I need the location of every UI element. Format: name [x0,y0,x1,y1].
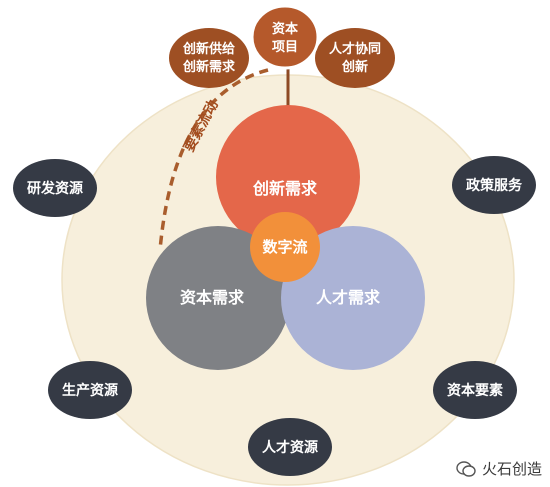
node-production-resources-label: 生产资源 [62,382,118,399]
node-rd-resources [13,159,97,217]
node-capital-elements-label: 资本要素 [447,382,503,399]
node-talent-collab [315,28,395,88]
top-circle-label: 创新需求 [252,179,318,198]
node-talent-collab-line2: 创新 [341,59,368,75]
node-innovation-supply [169,28,249,88]
node-capital-project-line1: 资本 [272,21,298,37]
node-capital-project [250,4,320,70]
left-circle-label: 资本需求 [180,288,245,307]
right-circle [281,226,425,370]
right-circle-label: 人才需求 [316,288,381,307]
node-talent-collab-line1: 人才协同 [329,41,381,57]
node-policy-services [452,156,536,214]
node-innovation-supply-line1: 创新供给 [182,41,235,57]
node-talent-resources [248,418,332,476]
node-rd-resources-label: 研发资源 [27,180,83,197]
flow-dashed-arc [158,68,269,251]
node-talent-resources-label: 人才资源 [262,439,318,456]
core-label: 数字流 [262,238,307,256]
node-production-resources [48,361,132,419]
node-policy-services-label: 政策服务 [466,177,523,194]
node-capital-project-line2: 项目 [272,40,298,55]
top-circle [216,105,360,249]
watermark-text: 火石创造 [481,460,542,478]
wechat-icon [456,460,476,477]
node-capital-elements [433,361,517,419]
node-innovation-supply-line2: 创新需求 [182,59,236,75]
core-circle [250,212,320,282]
watermark: 火石创造 [456,458,542,479]
